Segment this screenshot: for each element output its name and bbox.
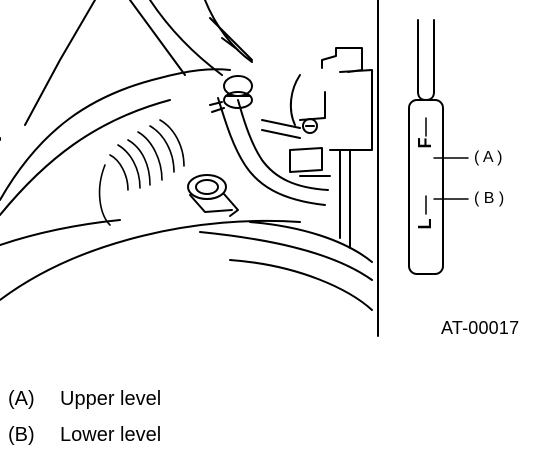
legend-item-b: (B) Lower level xyxy=(8,423,161,447)
legend-key: (A) xyxy=(8,388,35,410)
callout-b: ( B ) xyxy=(474,190,505,207)
figure-id: AT-00017 xyxy=(441,318,520,338)
legend-text: Upper level xyxy=(60,388,162,410)
oil-filler-tube xyxy=(187,174,239,217)
callout-a: ( A ) xyxy=(474,149,503,166)
legend-item-a: (A) Upper level xyxy=(8,387,161,411)
dipstick: F L xyxy=(408,19,469,275)
legend-key: (B) xyxy=(8,424,35,446)
engine-bay-drawing: F L xyxy=(0,0,469,337)
engine-components xyxy=(0,0,379,337)
legend-text: Lower level xyxy=(60,424,162,446)
dipstick-lower-mark: L xyxy=(415,219,435,230)
dipstick-upper-mark: F xyxy=(415,138,435,149)
